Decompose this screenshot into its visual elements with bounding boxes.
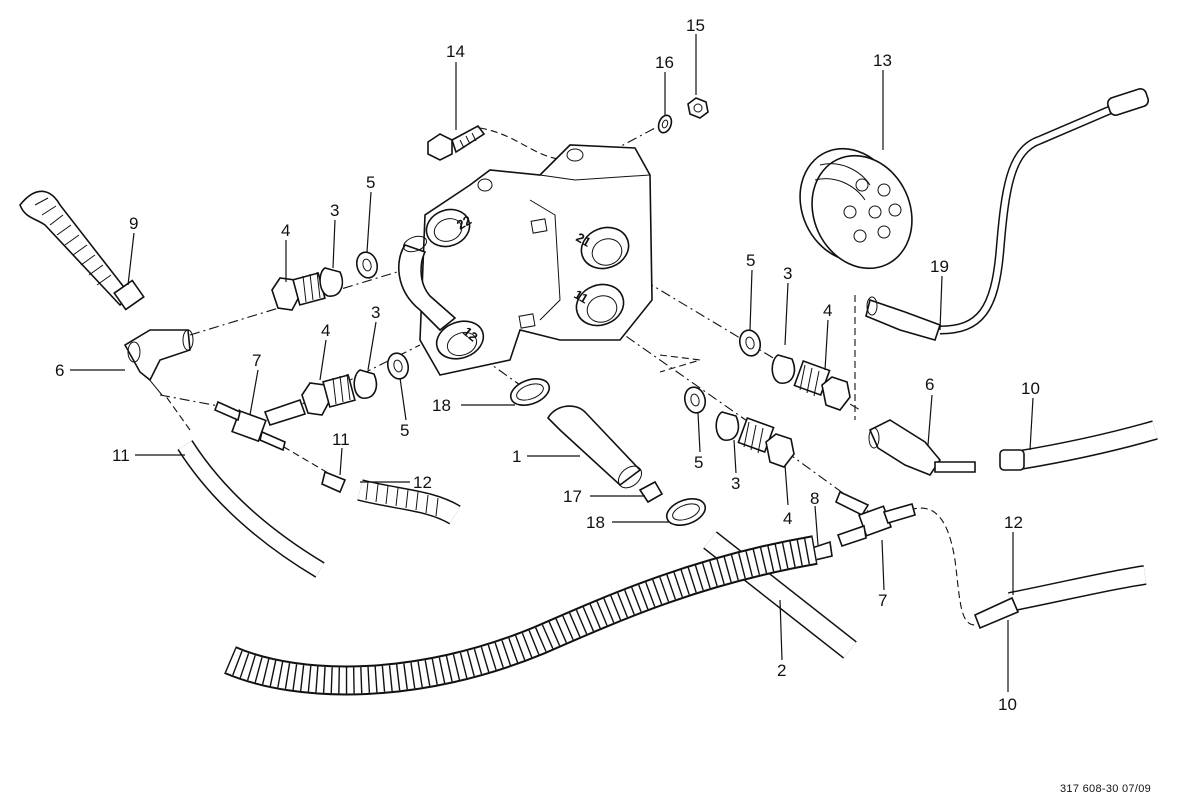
washer-part-16 [657, 114, 673, 134]
callout-5-upper-left: 5 [366, 173, 375, 192]
callout-7-left: 7 [252, 351, 261, 370]
callout-5-lower-left: 5 [400, 421, 409, 440]
callout-16: 16 [655, 53, 674, 72]
callout-4-lower-right: 4 [783, 509, 792, 528]
long-corrugated-hose [224, 535, 818, 696]
fittings-right [683, 329, 1158, 630]
port-label-11: 11 [572, 287, 591, 307]
callout-5-lower-right: 5 [694, 453, 703, 472]
callout-4-upper-right: 4 [823, 301, 832, 320]
grommet-part-13 [799, 147, 913, 270]
leader-lines [70, 34, 1034, 692]
callout-11-center: 11 [332, 430, 350, 449]
callout-3-lower-right: 3 [731, 474, 740, 493]
callout-3-lower-left: 3 [371, 303, 380, 322]
callout-10-lower: 10 [998, 695, 1017, 714]
callout-8: 8 [810, 489, 819, 508]
callout-4-lower-left: 4 [321, 321, 330, 340]
callout-9: 9 [129, 214, 138, 233]
callout-5-upper-right: 5 [746, 251, 755, 270]
nut-part-15 [687, 97, 709, 119]
valve-body: 22 21 11 12 [398, 144, 653, 376]
pipe-part-19 [865, 88, 1150, 341]
callout-4-upper-left: 4 [281, 221, 290, 240]
callout-6-left: 6 [55, 361, 64, 380]
port-label-22: 22 [454, 212, 474, 232]
callout-1: 1 [512, 447, 521, 466]
callout-13: 13 [873, 51, 892, 70]
callout-15: 15 [686, 16, 705, 35]
callout-18-upper: 18 [432, 396, 451, 415]
callout-7-right: 7 [878, 591, 887, 610]
callout-11-left: 11 [112, 446, 130, 465]
callout-3-upper-right: 3 [783, 264, 792, 283]
callout-17: 17 [563, 487, 582, 506]
drawing-reference-code: 317 608-30 07/09 [1060, 783, 1152, 795]
callout-6-right: 6 [925, 375, 934, 394]
callout-12-left: 12 [413, 473, 432, 492]
bolt-part-14 [427, 124, 486, 161]
callout-numbers: 14 15 16 13 9 4 3 5 6 4 3 7 5 11 11 12 1… [55, 16, 1040, 714]
callout-2: 2 [777, 661, 786, 680]
fittings-center [509, 378, 857, 659]
port-label-21: 21 [574, 230, 594, 250]
fittings-left [19, 190, 461, 578]
callout-3-upper-left: 3 [330, 201, 339, 220]
callout-14: 14 [446, 42, 465, 61]
callout-18-lower: 18 [586, 513, 605, 532]
callout-12-right: 12 [1004, 513, 1023, 532]
callout-19: 19 [930, 257, 949, 276]
callout-10-upper: 10 [1021, 379, 1040, 398]
